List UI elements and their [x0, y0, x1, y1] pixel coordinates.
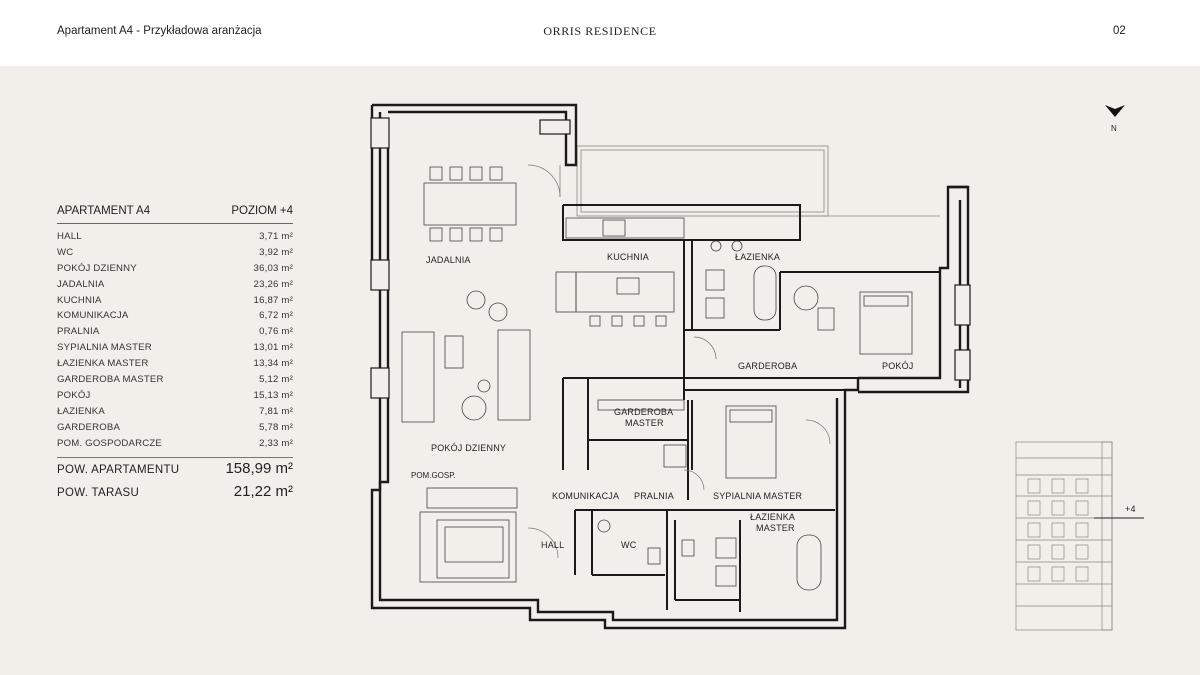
room-area: 2,33 m²	[259, 437, 293, 449]
terrace	[576, 145, 940, 217]
room-row: HALL 3,71 m²	[57, 229, 293, 245]
apartment-title: APARTAMENT A4	[57, 205, 151, 217]
north-arrow-icon	[1105, 105, 1125, 117]
windows	[370, 117, 971, 399]
kitchen-units	[555, 217, 685, 327]
room-row: ŁAZIENKA MASTER 13,34 m²	[57, 356, 293, 372]
room-name: WC	[57, 246, 74, 258]
room-row: GARDEROBA MASTER 5,12 m²	[57, 372, 293, 388]
document-title: Apartament A4 - Przykładowa aranżacja	[57, 25, 262, 37]
room-row: POKÓJ DZIENNY 36,03 m²	[57, 261, 293, 277]
label-jadalnia: JADALNIA	[426, 255, 471, 265]
room-area: 23,26 m²	[253, 278, 293, 290]
room-name: HALL	[57, 231, 82, 242]
room-row: POM. GOSPODARCZE 2,33 m²	[57, 436, 293, 452]
room-name: PRALNIA	[57, 326, 100, 338]
brand-name: ORRIS RESIDENCE	[543, 24, 657, 38]
room-row: POKÓJ 15,13 m²	[57, 388, 293, 404]
room-row: SYPIALNIA MASTER 13,01 m²	[57, 340, 293, 356]
room-name: POKÓJ	[57, 389, 91, 401]
level-title: POZIOM +4	[231, 205, 293, 217]
room-area: 3,71 m²	[259, 231, 293, 242]
compass-label: N	[1111, 124, 1117, 133]
label-lazienka-master-2: MASTER	[756, 523, 795, 533]
label-lazienka: ŁAZIENKA	[735, 252, 780, 262]
room-area: 15,13 m²	[253, 389, 293, 401]
room-area: 16,87 m²	[253, 294, 293, 306]
label-pom-gosp: POM.GOSP.	[411, 471, 456, 480]
compass: N	[1105, 105, 1125, 133]
room-name: ŁAZIENKA MASTER	[57, 358, 149, 370]
room-name: ŁAZIENKA	[57, 405, 105, 417]
label-pralnia: PRALNIA	[634, 491, 674, 501]
label-pokoj-dzienny: POKÓJ DZIENNY	[431, 443, 506, 453]
room-name: POM. GOSPODARCZE	[57, 437, 163, 449]
room-labels: JADALNIA KUCHNIA ŁAZIENKA POKÓJ GARDEROB…	[411, 252, 914, 550]
label-kuchnia: KUCHNIA	[607, 252, 649, 262]
room-area: 6,72 m²	[259, 310, 293, 322]
level-marker: +4	[1125, 504, 1136, 514]
room-name: GARDEROBA	[57, 421, 121, 433]
exterior-walls	[370, 103, 970, 630]
room-name: GARDEROBA MASTER	[57, 374, 164, 386]
room-row: JADALNIA 23,26 m²	[57, 277, 293, 293]
room-area: 5,78 m²	[259, 421, 293, 433]
room-area: 0,76 m²	[259, 326, 293, 338]
label-komunikacja: KOMUNIKACJA	[552, 491, 619, 501]
area-specification: APARTAMENT A4 POZIOM +4 HALL 3,71 m² WC 3,9…	[57, 205, 293, 504]
spec-header: APARTAMENT A4 POZIOM +4	[57, 205, 293, 224]
label-hall: HALL	[541, 540, 564, 550]
apartment-area-row: POW. APARTAMENTU 158,99 m²	[57, 460, 293, 481]
label-garderoba-master-1: GARDEROBA	[614, 407, 673, 417]
room-area: 7,81 m²	[259, 405, 293, 417]
room-row: GARDEROBA 5,78 m²	[57, 420, 293, 436]
door-swings	[527, 164, 831, 559]
label-garderoba: GARDEROBA	[738, 361, 797, 371]
room-area: 5,12 m²	[259, 374, 293, 386]
page-number: 02	[1113, 25, 1126, 37]
label-sypialnia-master: SYPIALNIA MASTER	[713, 491, 803, 501]
label-lazienka-master-1: ŁAZIENKA	[750, 512, 795, 522]
room-name: JADALNIA	[57, 278, 105, 290]
room-name: KOMUNIKACJA	[57, 310, 129, 322]
dining-set	[423, 166, 517, 242]
spec-divider	[57, 457, 293, 459]
room-row: ŁAZIENKA 7,81 m²	[57, 404, 293, 420]
room-name: KUCHNIA	[57, 294, 102, 306]
room-row: KUCHNIA 16,87 m²	[57, 293, 293, 309]
room-area: 3,92 m²	[259, 246, 293, 258]
terrace-area-value: 21,22 m²	[233, 483, 293, 501]
room-row: WC 3,92 m²	[57, 245, 293, 261]
label-garderoba-master-2: MASTER	[625, 418, 664, 428]
room-name: SYPIALNIA MASTER	[57, 342, 152, 354]
apartment-area-label: POW. APARTAMENTU	[57, 464, 180, 477]
room-name: POKÓJ DZIENNY	[57, 262, 137, 274]
room-area: 13,34 m²	[253, 358, 293, 370]
room-row: KOMUNIKACJA 6,72 m²	[57, 308, 293, 324]
label-pokoj: POKÓJ	[882, 361, 914, 371]
bathroom-fixtures	[597, 240, 822, 591]
terrace-area-label: POW. TARASU	[57, 487, 140, 500]
bedroom-furniture	[597, 285, 913, 479]
label-wc: WC	[621, 540, 637, 550]
apartment-area-value: 158,99 m²	[225, 460, 293, 478]
content-panel	[0, 66, 1200, 675]
terrace-area-row: POW. TARASU 21,22 m²	[57, 483, 293, 504]
room-list: HALL 3,71 m² WC 3,92 m² POKÓJ DZIENNY 36,03 m…	[57, 229, 293, 451]
living-furniture	[401, 290, 531, 583]
room-area: 36,03 m²	[253, 262, 293, 274]
room-area: 13,01 m²	[253, 342, 293, 354]
interior-walls	[562, 204, 940, 612]
page-header: Apartament A4 - Przykładowa aranżacja OR…	[0, 0, 1200, 66]
building-elevation	[1015, 441, 1144, 631]
room-row: PRALNIA 0,76 m²	[57, 324, 293, 340]
